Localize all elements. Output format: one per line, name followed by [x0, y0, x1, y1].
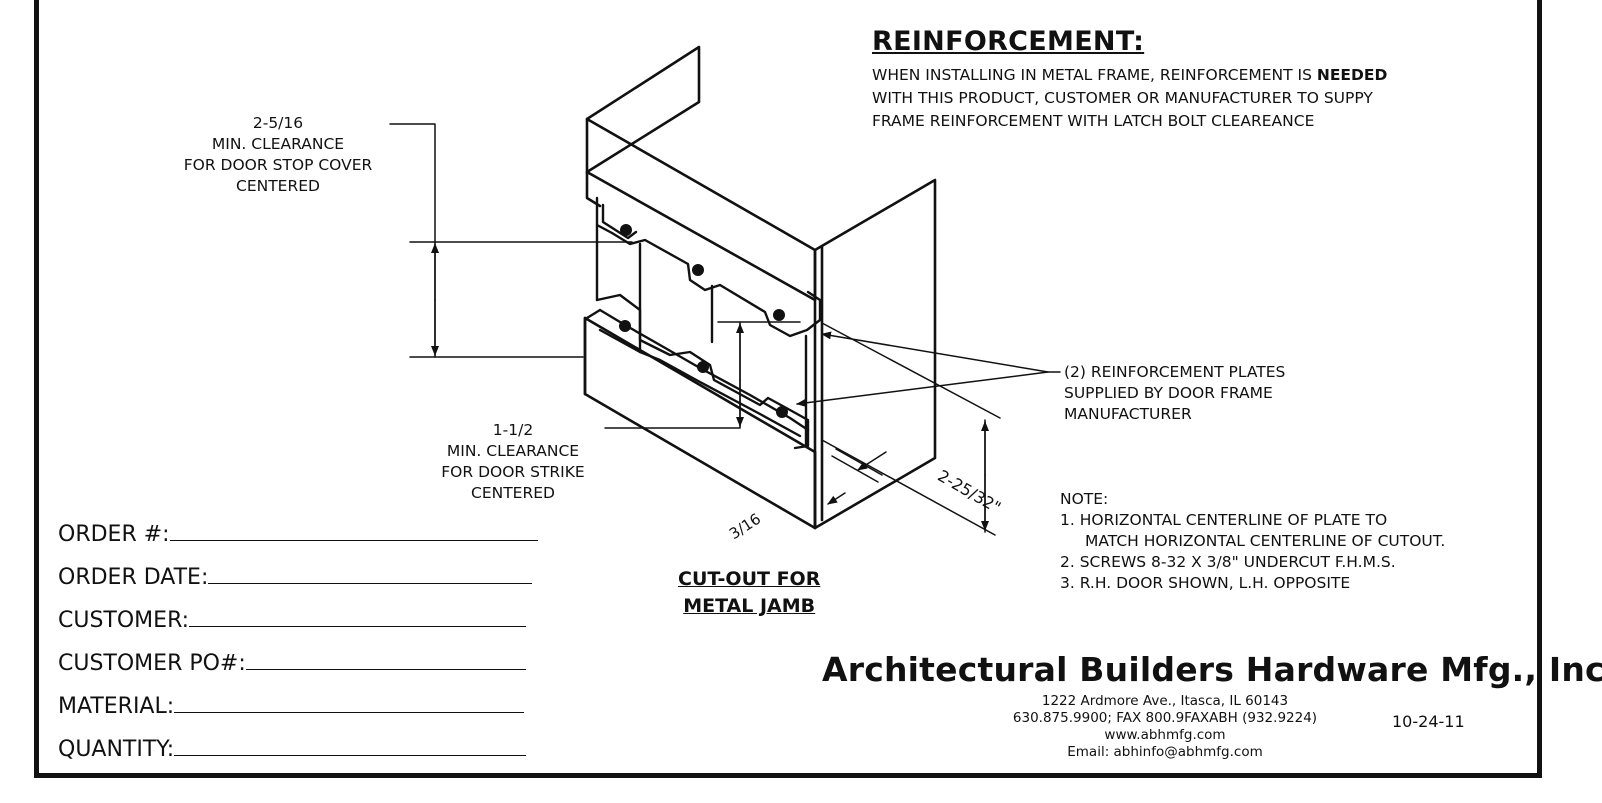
top-clearance-line-3: FOR DOOR STOP COVER	[183, 156, 373, 174]
quantity-label: QUANTITY:	[58, 737, 175, 762]
customer-row: CUSTOMER:	[58, 604, 527, 633]
cutout-caption: CUT-OUT FOR METAL JAMB	[678, 566, 820, 620]
reinforcement-line-2: WITH THIS PRODUCT, CUSTOMER OR MANUFACTU…	[872, 89, 1373, 107]
customer-label: CUSTOMER:	[58, 608, 190, 633]
material-field[interactable]	[174, 690, 525, 713]
cutout-caption-line-2: METAL JAMB	[683, 595, 816, 617]
revision-date: 10-24-11	[1392, 712, 1465, 731]
note-3: 3. R.H. DOOR SHOWN, L.H. OPPOSITE	[1060, 574, 1351, 592]
plates-callout-line-1: (2) REINFORCEMENT PLATES	[1064, 363, 1286, 381]
quantity-field[interactable]	[174, 733, 527, 756]
strike-clearance-line-3: FOR DOOR STRIKE	[441, 463, 585, 481]
customer-po-label: CUSTOMER PO#:	[58, 651, 246, 676]
strike-clearance-label: 1-1/2 MIN. CLEARANCE FOR DOOR STRIKE CEN…	[418, 420, 608, 504]
drawing-border	[34, 0, 1542, 778]
strike-clearance-line-4: CENTERED	[471, 484, 555, 502]
quantity-row: QUANTITY:	[58, 733, 527, 762]
order-number-row: ORDER #:	[58, 518, 538, 547]
company-contact: 1222 Ardmore Ave., Itasca, IL 60143 630.…	[985, 693, 1345, 761]
reinforcement-text: WHEN INSTALLING IN METAL FRAME, REINFORC…	[872, 64, 1387, 133]
top-clearance-dimension: 2-5/16	[252, 114, 304, 132]
customer-po-row: CUSTOMER PO#:	[58, 647, 526, 676]
customer-po-field[interactable]	[245, 647, 526, 670]
reinforcement-title: REINFORCEMENT:	[872, 26, 1145, 57]
customer-field[interactable]	[189, 604, 527, 627]
company-email: Email: abhinfo@abhmfg.com	[1067, 744, 1263, 760]
company-phone: 630.875.9900; FAX 800.9FAXABH (932.9224)	[1012, 710, 1318, 726]
reinforcement-line-3: FRAME REINFORCEMENT WITH LATCH BOLT CLEA…	[872, 112, 1315, 130]
notes-title: NOTE:	[1060, 490, 1109, 508]
reinforcement-needed: NEEDED	[1316, 66, 1388, 84]
material-row: MATERIAL:	[58, 690, 525, 719]
dimension-lines	[389, 123, 1061, 536]
order-date-row: ORDER DATE:	[58, 561, 533, 590]
reinforcement-line-1: WHEN INSTALLING IN METAL FRAME, REINFORC…	[872, 66, 1317, 84]
top-clearance-line-2: MIN. CLEARANCE	[211, 135, 345, 153]
order-date-label: ORDER DATE:	[58, 565, 209, 590]
company-website: www.abhmfg.com	[1104, 727, 1226, 743]
note-1: 1. HORIZONTAL CENTERLINE OF PLATE TO	[1060, 511, 1388, 529]
material-label: MATERIAL:	[58, 694, 175, 719]
plates-callout: (2) REINFORCEMENT PLATES SUPPLIED BY DOO…	[1064, 362, 1285, 425]
order-number-label: ORDER #:	[58, 522, 170, 547]
top-clearance-label: 2-5/16 MIN. CLEARANCE FOR DOOR STOP COVE…	[168, 113, 388, 197]
strike-clearance-line-2: MIN. CLEARANCE	[446, 442, 580, 460]
order-number-field[interactable]	[169, 518, 538, 541]
note-1-cont: MATCH HORIZONTAL CENTERLINE OF CUTOUT.	[1085, 532, 1446, 550]
top-clearance-line-4: CENTERED	[236, 177, 320, 195]
cutout-opening	[585, 196, 822, 450]
company-name: Architectural Builders Hardware Mfg., In…	[822, 650, 1602, 689]
company-address: 1222 Ardmore Ave., Itasca, IL 60143	[1041, 693, 1289, 709]
strike-clearance-dimension: 1-1/2	[492, 421, 534, 439]
jamb-upper-section	[585, 45, 937, 530]
cutout-caption-line-1: CUT-OUT FOR	[678, 568, 821, 590]
plates-callout-line-3: MANUFACTURER	[1064, 405, 1192, 423]
order-date-field[interactable]	[208, 561, 533, 584]
plates-callout-line-2: SUPPLIED BY DOOR FRAME	[1064, 384, 1273, 402]
jamb-lower-section	[583, 316, 817, 530]
note-2: 2. SCREWS 8-32 X 3/8" UNDERCUT F.H.M.S.	[1060, 553, 1396, 571]
notes-block: NOTE: 1. HORIZONTAL CENTERLINE OF PLATE …	[1060, 489, 1445, 594]
